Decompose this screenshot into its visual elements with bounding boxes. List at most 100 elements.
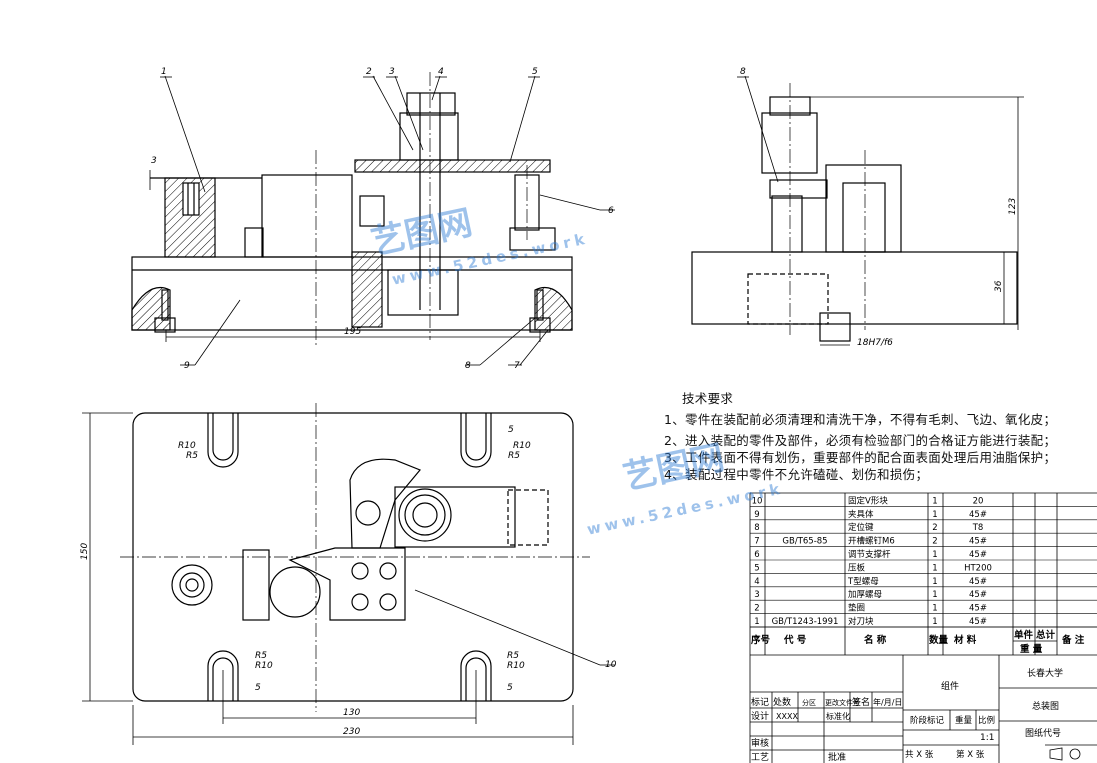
bom-cell-qty: 1 xyxy=(932,617,937,627)
dim-r5-tr: R5 xyxy=(508,451,520,461)
tb-zone: 分区 xyxy=(802,698,816,707)
bom-cell-no: 3 xyxy=(754,590,759,600)
bom-header-mat: 材 料 xyxy=(953,634,977,646)
balloon-2: 2 xyxy=(366,67,372,77)
dim-r10-bl: R10 xyxy=(255,661,273,671)
tb-approve: 批准 xyxy=(828,751,846,763)
bom-cell-mat: 45# xyxy=(969,617,987,627)
bom-cell-mat: 20 xyxy=(973,496,984,506)
dim-130: 130 xyxy=(343,708,360,718)
bom-cell-mat: 45# xyxy=(969,510,987,520)
bom-cell-mat: 45# xyxy=(969,590,987,600)
bom-cell-no: 7 xyxy=(754,537,759,547)
tb-assembly: 组件 xyxy=(941,680,959,692)
dim-r5-bl: R5 xyxy=(255,651,267,661)
bom-cell-name: 夹具体 xyxy=(848,509,874,520)
bom-header-weight: 重 量 xyxy=(1020,643,1043,655)
bom-cell-mat: 45# xyxy=(969,537,987,547)
dim-r10-br: R10 xyxy=(507,661,525,671)
tb-weight: 重量 xyxy=(955,715,973,726)
bom-cell-mat: 45# xyxy=(969,604,987,614)
dim-5-b2: 5 xyxy=(507,683,513,693)
tb-std: 标准化 xyxy=(826,711,850,721)
balloon-7: 7 xyxy=(514,361,520,371)
bom-cell-name: T型螺母 xyxy=(847,576,879,587)
dim-r5-br: R5 xyxy=(507,651,519,661)
bom-cell-name: 对刀块 xyxy=(848,616,874,627)
dim-r5-tl: R5 xyxy=(186,451,198,461)
bom-cell-qty: 2 xyxy=(932,537,937,547)
bom-cell-code: GB/T1243-1991 xyxy=(772,617,839,627)
tb-scale-val: 1:1 xyxy=(980,733,994,743)
bom-cell-no: 6 xyxy=(754,550,759,560)
requirement-2: 2、进入装配的零件及部件，必须有检验部门的合格证方能进行装配； xyxy=(664,433,1057,448)
bom-header-note: 备 注 xyxy=(1061,634,1085,646)
dim-195: 195 xyxy=(344,327,361,337)
dim-5-t1: 5 xyxy=(508,425,514,435)
bom-cell-code: GB/T65-85 xyxy=(782,537,827,547)
balloon-4: 4 xyxy=(438,67,444,77)
bom-cell-qty: 1 xyxy=(932,550,937,560)
bom-cell-name: 定位键 xyxy=(848,522,874,533)
tb-sign: 签名 xyxy=(852,696,870,708)
tb-total-sheets: 共 X 张 xyxy=(905,750,934,760)
bom-cell-name: 压板 xyxy=(848,562,866,573)
requirement-4: 4、装配过程中零件不允许磕碰、划伤和损伤； xyxy=(664,467,929,482)
tb-drawing-name: 总装图 xyxy=(1032,700,1059,712)
requirement-1: 1、零件在装配前必须清理和清洗干净，不得有毛刺、飞边、氧化皮； xyxy=(664,412,1057,427)
tb-designer: XXXX xyxy=(776,712,798,721)
dim-123: 123 xyxy=(1008,198,1018,215)
balloon-10: 10 xyxy=(605,660,617,670)
bom-cell-no: 4 xyxy=(754,577,759,587)
tb-count: 处数 xyxy=(773,696,791,708)
tb-process: 工艺 xyxy=(751,752,769,763)
bom-cell-qty: 2 xyxy=(932,523,937,533)
balloon-6: 6 xyxy=(608,206,614,216)
bom-cell-name: 加厚螺母 xyxy=(848,589,882,600)
dim-r10-tr: R10 xyxy=(513,441,531,451)
bom-header-total: 总计 xyxy=(1036,629,1056,641)
bom-cell-mat: 45# xyxy=(969,577,987,587)
dim-230: 230 xyxy=(343,727,360,737)
bom-cell-no: 8 xyxy=(754,523,759,533)
bom-cell-name: 开槽螺钉M6 xyxy=(848,536,895,547)
dim-36: 36 xyxy=(994,280,1004,292)
bom-cell-qty: 1 xyxy=(932,604,937,614)
bom-cell-qty: 1 xyxy=(932,510,937,520)
tb-scale: 比例 xyxy=(978,715,995,726)
bom-cell-qty: 1 xyxy=(932,563,937,573)
dim-5-b1: 5 xyxy=(255,683,261,693)
bom-cell-mat: HT200 xyxy=(964,563,992,573)
tb-change-doc: 更改文件号 xyxy=(825,698,860,707)
dim-fit: 18H7/f6 xyxy=(857,338,893,348)
bom-cell-no: 9 xyxy=(754,510,759,520)
balloon-3: 3 xyxy=(389,67,395,77)
tb-stage: 阶段标记 xyxy=(910,715,945,726)
bom-header-no: 序号 xyxy=(751,634,771,646)
bom-cell-name: 垫圈 xyxy=(848,603,865,614)
requirements-title: 技术要求 xyxy=(682,391,734,406)
bom-cell-qty: 1 xyxy=(932,496,937,506)
bom-cell-no: 5 xyxy=(754,563,759,573)
dim-r10-tl: R10 xyxy=(178,441,196,451)
dim-150: 150 xyxy=(80,543,90,560)
bom-cell-no: 10 xyxy=(752,496,763,506)
bom-cell-mat: 45# xyxy=(969,550,987,560)
front-view xyxy=(131,72,615,366)
tb-design: 设计 xyxy=(751,710,769,722)
top-view xyxy=(82,403,615,745)
tb-sheet-no: 第 X 张 xyxy=(956,749,985,760)
balloon-9: 9 xyxy=(184,361,190,371)
bom-cell-name: 调节支撑杆 xyxy=(848,549,891,560)
side-balloon-8: 8 xyxy=(740,67,746,77)
balloon-5: 5 xyxy=(532,67,538,77)
requirement-3: 3、工件表面不得有划伤，重要部件的配合面表面处理后用油脂保护； xyxy=(664,450,1057,465)
tb-review: 审核 xyxy=(751,737,769,749)
dim-3: 3 xyxy=(151,156,157,166)
bom-header-qty: 数量 xyxy=(928,634,949,646)
balloon-8: 8 xyxy=(465,361,471,371)
tb-date: 年/月/日 xyxy=(873,697,902,707)
tb-mark: 标记 xyxy=(751,696,769,708)
